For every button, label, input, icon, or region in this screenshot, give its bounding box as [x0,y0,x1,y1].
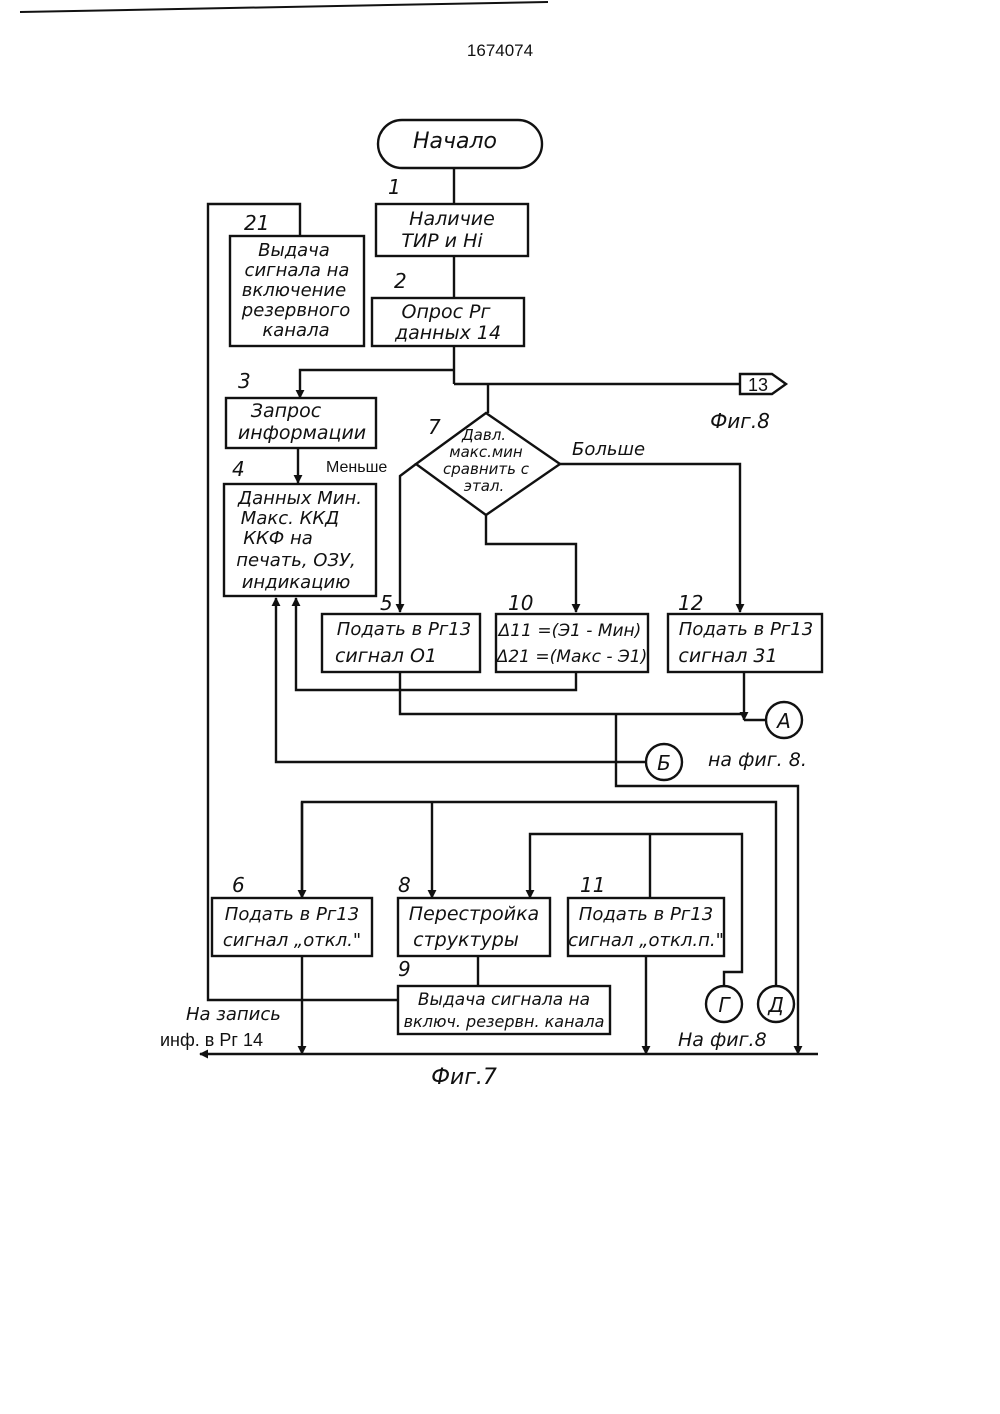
block-4-line-3: ККФ на [243,528,313,549]
block-12-line-2: сигнал 31 [678,645,777,667]
connector-D-label: Д [767,993,784,1017]
block-21-line-4: резервного [241,300,350,321]
block-3-line-1: Запрос [251,400,322,422]
fig8-top-label: Фиг.8 [710,409,770,433]
block-6-line-1: Подать в Рг13 [225,904,359,925]
edge-distribution-bus [302,802,776,986]
edge-more-to-b12 [560,464,740,612]
branch-less-label: Меньше [326,459,387,476]
block-11-line-1: Подать в Рг13 [579,904,713,925]
block-4-number: 4 [232,457,245,481]
block-21-line-5: канала [262,320,329,341]
output-label-line-1: На запись [186,1004,281,1025]
block-10-line-2: Δ21 =(Макс - Э1) [495,647,648,667]
output-label-line-2: инф. в Рг 14 [160,1030,263,1050]
block-2-line-2: данных 14 [394,322,501,344]
block-2-number: 2 [394,269,407,293]
block-11-number: 11 [580,873,605,897]
block-21-line-2: сигнала на [245,260,350,281]
block-8-line-1: Перестройка [409,903,539,925]
connector-A-label: А [775,709,791,733]
block-21-number: 21 [244,211,269,235]
na-fig8-label: на фиг. 8. [708,749,807,771]
block-7-line-1: Давл. [461,426,506,444]
block-1-line-2: ТИР и Нi [401,230,483,252]
block-4-line-1: Данных Мин. [237,488,362,509]
start-label: Начало [413,129,497,154]
block-3-number: 3 [238,369,251,393]
edge-to-b3 [300,370,454,398]
block-10-line-1: Δ11 =(Э1 - Мин) [497,621,642,641]
offpage-connector-13-label: 13 [748,375,768,395]
block-6-number: 6 [232,873,245,897]
block-5-number: 5 [380,591,393,615]
block-10-number: 10 [508,591,533,615]
block-4-line-2: Макс. ККД [241,508,339,529]
block-12-line-1: Подать в Рг13 [679,619,813,640]
block-21-line-3: включение [242,280,346,301]
block-7-line-4: этал. [464,477,505,495]
block-7-number: 7 [428,415,441,439]
block-5-line-2: сигнал О1 [335,645,437,667]
block-11-line-2: сигнал „откл.п." [568,930,724,951]
block-3-line-2: информации [238,422,366,444]
block-12-number: 12 [678,591,703,615]
edge-less-to-b5 [400,464,416,612]
block-2-line-1: Опрос Рг [402,301,492,323]
figure-caption: Фиг.7 [431,1065,497,1090]
block-21-line-1: Выдача [258,240,330,261]
block-4-line-5: индикацию [242,572,351,593]
block-9-line-1: Выдача сигнала на [418,990,590,1010]
edge-b5-join [400,672,744,714]
block-9-number: 9 [398,957,411,981]
block-7-line-2: макс.мин [449,443,523,461]
block-1-line-1: Наличие [409,208,495,230]
patent-number: 1674074 [467,41,533,60]
branch-more-label: Больше [572,439,645,460]
block-4-line-4: печать, ОЗУ, [236,550,355,571]
block-7-line-3: сравнить с [443,460,530,478]
connector-B-label: Б [657,751,671,775]
block-8-number: 8 [398,873,411,897]
page-top-rule [20,2,548,12]
block-6-line-2: сигнал „откл." [223,930,361,951]
block-1-number: 1 [388,175,401,199]
block-8-line-2: структуры [413,929,519,951]
block-9-line-2: включ. резервн. канала [404,1012,605,1031]
na-fig8-bottom-label: На фиг.8 [678,1029,767,1051]
block-5-line-1: Подать в Рг13 [337,619,471,640]
connector-G-label: Г [718,993,731,1017]
